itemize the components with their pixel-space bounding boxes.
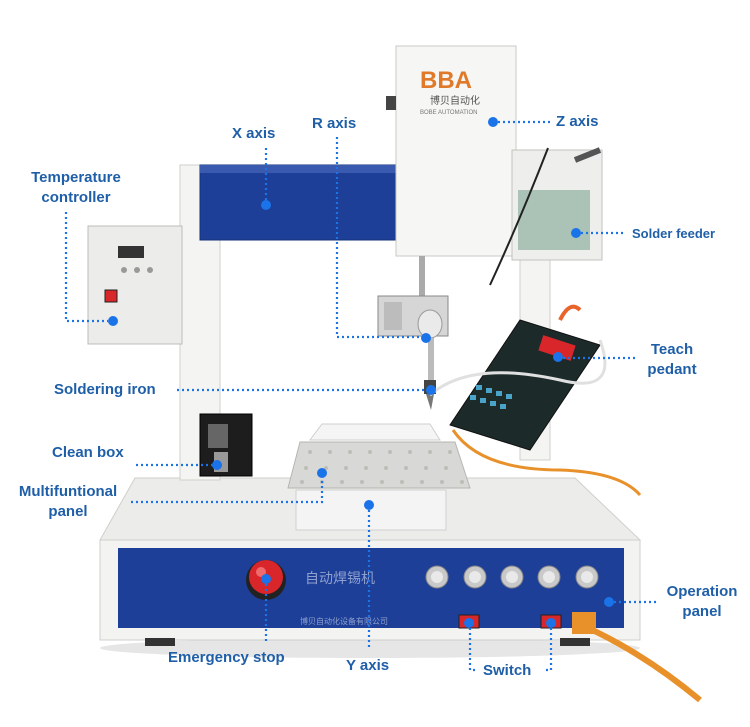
- label-teach-pendant-line2: pedant: [647, 361, 697, 378]
- label-r-axis: R axis: [312, 115, 357, 132]
- label-y-axis: Y axis: [346, 657, 390, 674]
- label-operation-panel-line1: Operation: [666, 583, 738, 600]
- multifunctional-panel: [287, 423, 471, 531]
- label-multifunctional-panel-line1: Multifuntional: [18, 483, 118, 500]
- label-teach-pendant-line1: Teach: [650, 341, 694, 358]
- solder-feeder-unit: [489, 147, 603, 286]
- label-temperature-controller: Temperature controller: [16, 168, 136, 208]
- temperature-controller-box: [87, 225, 183, 345]
- op-button[interactable]: [463, 565, 487, 589]
- soldering-iron-tool: [424, 338, 436, 410]
- label-teach-pendant: Teach pedant: [636, 340, 708, 380]
- svg-text:博贝自动化设备有限公司: 博贝自动化设备有限公司: [300, 616, 388, 626]
- brand-cn: 博贝自动化: [430, 94, 480, 107]
- svg-text:自动焊锡机: 自动焊锡机: [305, 570, 375, 586]
- label-x-axis: X axis: [232, 125, 276, 142]
- z-axis-head: BBA 博贝自动化 BOBE AUTOMATION: [386, 45, 517, 257]
- teach-pendant-device: [449, 304, 642, 497]
- label-soldering-iron: Soldering iron: [54, 381, 156, 398]
- op-button[interactable]: [500, 565, 524, 589]
- clean-box-unit: [199, 413, 253, 477]
- label-multifunctional-panel: Multifuntional panel: [6, 482, 130, 522]
- brand-logo: BBA: [420, 67, 472, 94]
- label-switch: Switch: [483, 662, 532, 679]
- label-temperature-controller-line1: Temperature: [31, 169, 121, 186]
- label-multifunctional-panel-line2: panel: [48, 503, 88, 520]
- label-solder-feeder: Solder feeder: [632, 226, 716, 241]
- op-button[interactable]: [425, 565, 449, 589]
- r-axis-assembly: [377, 295, 449, 339]
- op-button[interactable]: [537, 565, 561, 589]
- label-operation-panel-line2: panel: [682, 603, 722, 620]
- label-operation-panel: Operation panel: [656, 582, 748, 622]
- operation-front-panel: [118, 548, 624, 628]
- op-button[interactable]: [575, 565, 599, 589]
- label-z-axis: Z axis: [556, 113, 599, 130]
- operation-buttons: [425, 565, 599, 589]
- label-clean-box: Clean box: [52, 444, 124, 461]
- brand-en: BOBE AUTOMATION: [420, 110, 477, 116]
- leader-lines: [64, 117, 656, 672]
- label-temperature-controller-line2: controller: [41, 189, 111, 206]
- label-emergency-stop: Emergency stop: [168, 649, 285, 666]
